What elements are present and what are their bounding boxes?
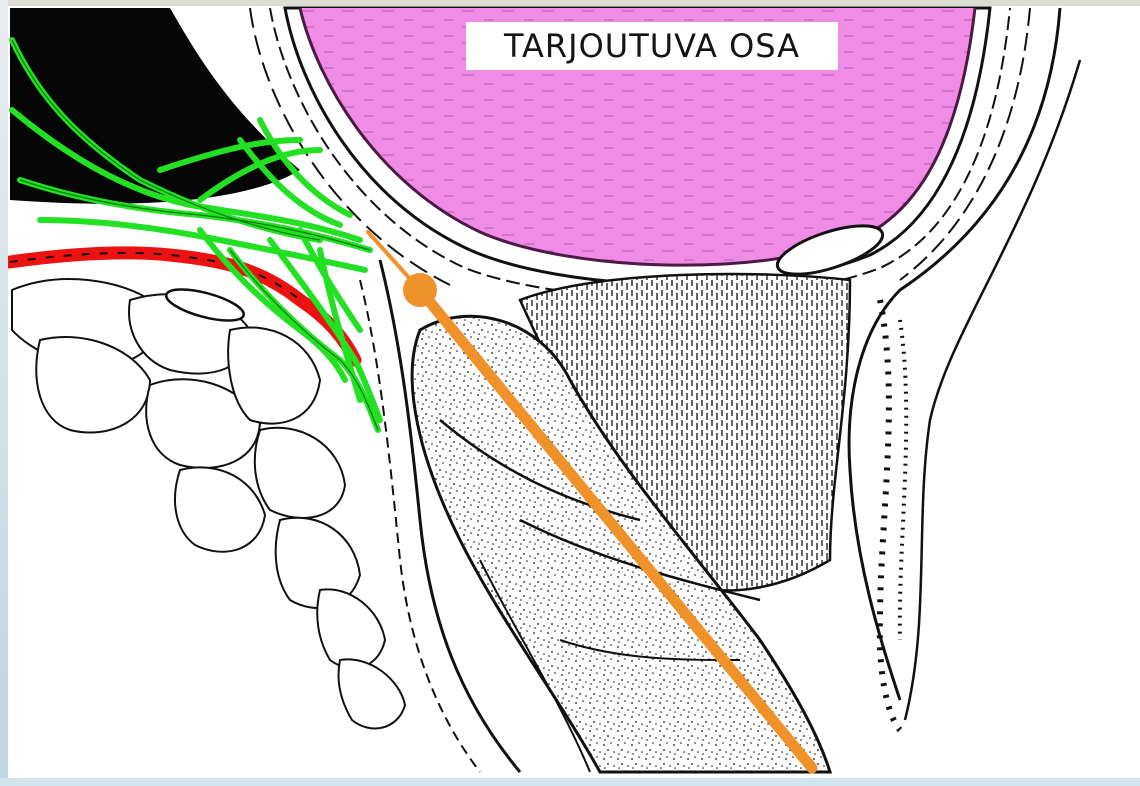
- needle-tip: [403, 273, 437, 307]
- label-box: TARJOUTUVA OSA: [466, 22, 838, 70]
- frame-left-band: [0, 0, 8, 786]
- diagram-label: TARJOUTUVA OSA: [504, 27, 800, 65]
- frame-bottom-band: [0, 778, 1140, 786]
- anatomy-illustration: [8, 6, 1140, 778]
